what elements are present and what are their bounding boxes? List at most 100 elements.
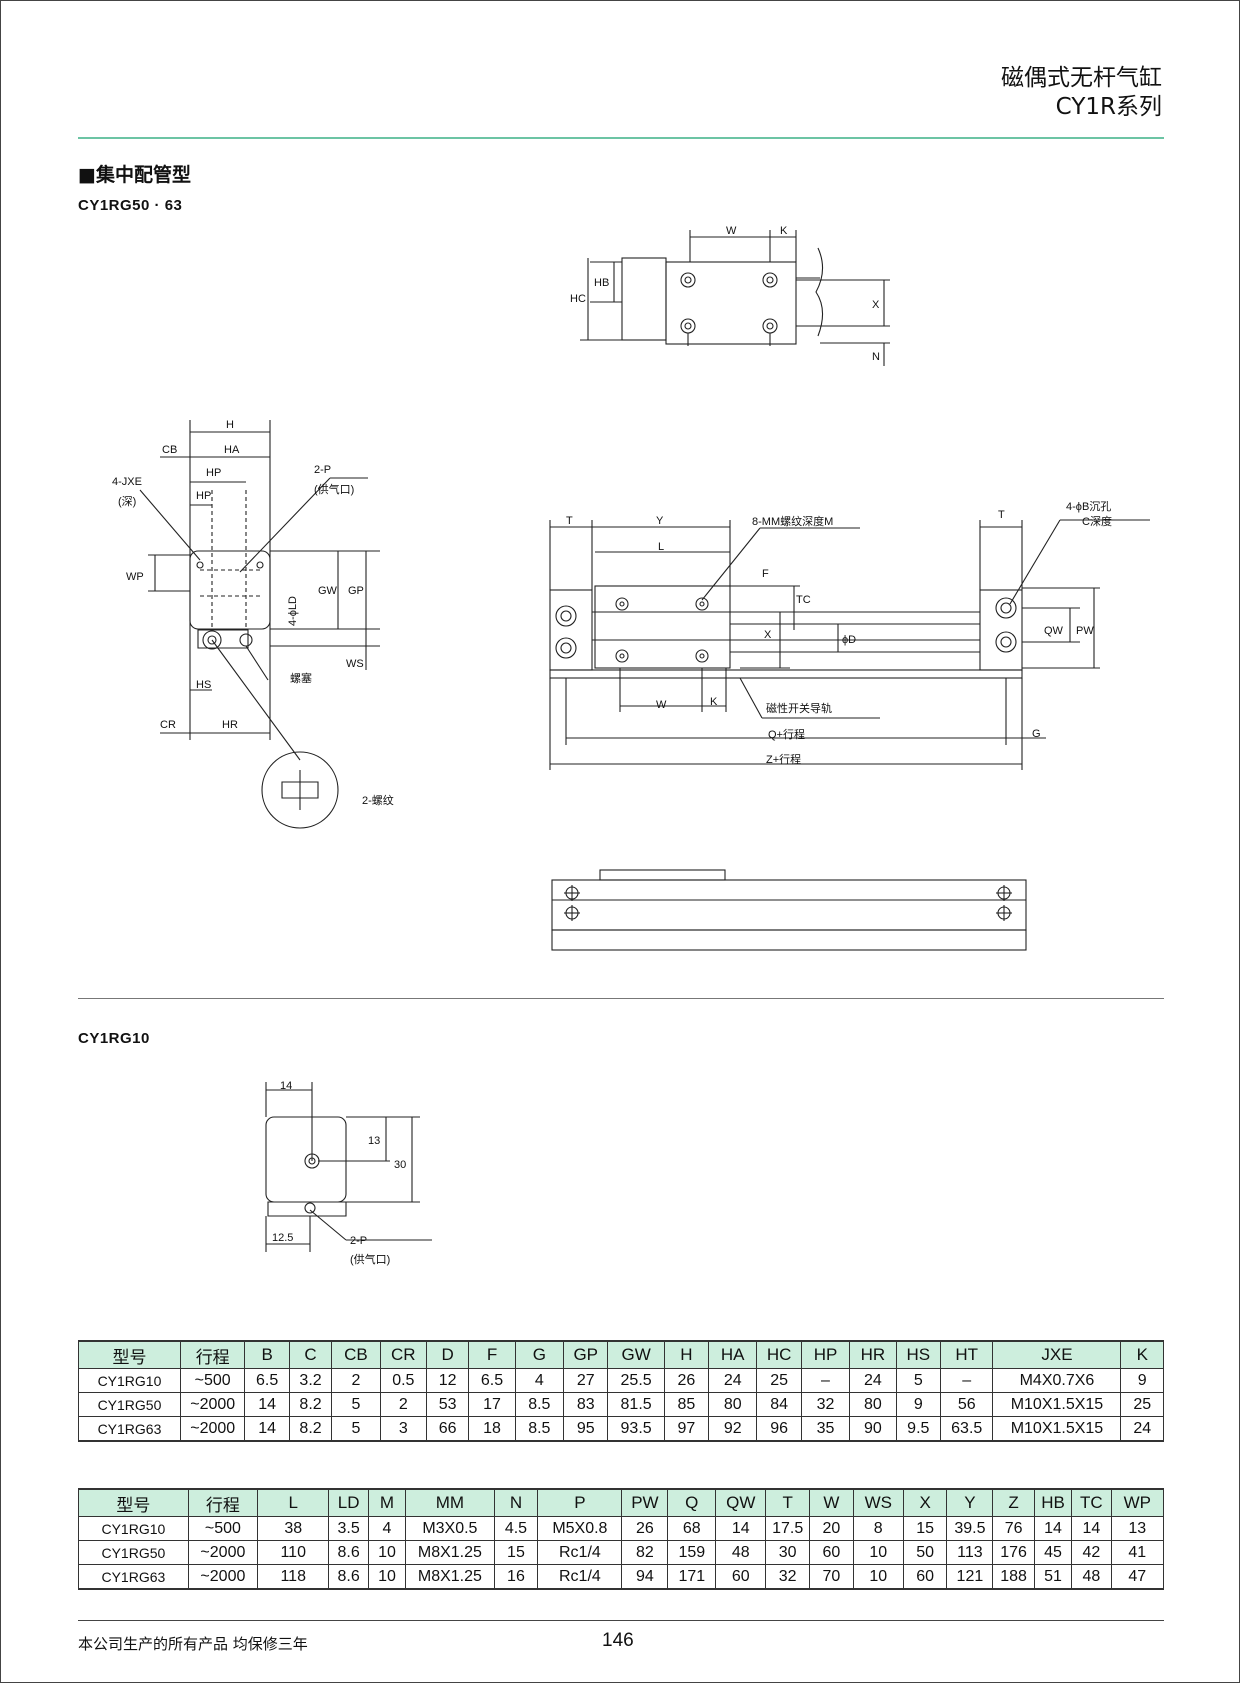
label-y: Y — [656, 515, 664, 527]
table2-header-cell: M — [367, 1488, 407, 1517]
side-view-drawing — [139, 420, 380, 829]
table-cell: 14 — [715, 1516, 767, 1541]
table-cell: 9 — [895, 1392, 942, 1417]
table-cell: 63.5 — [940, 1416, 994, 1442]
table-cell: 8.5 — [514, 1416, 564, 1442]
table-cell: 10 — [852, 1540, 904, 1565]
table-cell: CY1RG63 — [78, 1564, 189, 1590]
table-cell: 24 — [1120, 1416, 1164, 1442]
table-cell: 6.5 — [468, 1368, 516, 1393]
drawing-labels: W K HB HC X N H CB HA HP HP 4-JXE (深) 2-… — [112, 225, 1112, 1266]
label-2-p-small: 2-P — [350, 1235, 367, 1247]
label-n: N — [872, 351, 880, 363]
table-cell: ~2000 — [187, 1564, 259, 1590]
label-t-right: T — [998, 509, 1005, 521]
label-w-front: W — [656, 699, 667, 711]
table2-header-cell: N — [493, 1488, 539, 1517]
label-plug: 螺塞 — [290, 671, 312, 685]
table-cell: 10 — [367, 1564, 407, 1590]
table-cell: 93.5 — [607, 1416, 665, 1442]
table-cell: 48 — [715, 1540, 767, 1565]
table-cell: 4.5 — [493, 1516, 539, 1541]
table2-header-cell: T — [765, 1488, 811, 1517]
label-supply-port-small: (供气口) — [350, 1252, 390, 1266]
table1-header-cell: CB — [331, 1340, 381, 1369]
label-hr: HR — [222, 719, 238, 731]
table-cell: 24 — [708, 1368, 758, 1393]
table1-header-cell: HT — [940, 1340, 994, 1369]
small-view-drawing — [265, 1082, 432, 1252]
table-cell: 32 — [800, 1392, 851, 1417]
label-4-b: 4-ϕB沉孔 — [1066, 500, 1111, 513]
table-cell: M10X1.5X15 — [992, 1392, 1122, 1417]
table-cell: 4 — [367, 1516, 407, 1541]
table-cell: 17 — [468, 1392, 516, 1417]
label-2-p: 2-P — [314, 464, 331, 476]
table2-header-cell: P — [537, 1488, 623, 1517]
table1-header-cell: HR — [849, 1340, 897, 1369]
table1-header-cell: D — [426, 1340, 470, 1369]
label-4-ld: 4-ϕLD — [287, 596, 299, 626]
table-cell: 80 — [849, 1392, 897, 1417]
table-cell: 41 — [1110, 1540, 1165, 1565]
label-d: ϕD — [842, 634, 856, 646]
table-cell: 20 — [809, 1516, 854, 1541]
table-cell: – — [940, 1368, 994, 1393]
table-cell: 14 — [1071, 1516, 1112, 1541]
label-q-stroke: Q+行程 — [768, 728, 805, 741]
label-k-front: K — [710, 696, 718, 708]
table-cell: 8.6 — [328, 1564, 369, 1590]
label-f: F — [762, 568, 769, 580]
table-cell: 32 — [765, 1564, 811, 1590]
table-cell: 176 — [992, 1540, 1035, 1565]
table2-header-cell: Y — [946, 1488, 994, 1517]
table-cell: CY1RG10 — [78, 1516, 189, 1541]
section-divider — [78, 998, 1164, 999]
table-cell: 97 — [663, 1416, 710, 1442]
table-cell: 121 — [946, 1564, 994, 1590]
table2-header-cell: Q — [667, 1488, 717, 1517]
table1-header-cell: C — [288, 1340, 333, 1369]
table-cell: CY1RG50 — [78, 1540, 189, 1565]
table-cell: 50 — [902, 1540, 948, 1565]
table-cell: 66 — [426, 1416, 470, 1442]
table-cell: 83 — [562, 1392, 609, 1417]
table2-header-cell: W — [809, 1488, 854, 1517]
table-cell: 8.2 — [288, 1416, 333, 1442]
table2-header-cell: QW — [715, 1488, 767, 1517]
footer-divider — [78, 1620, 1164, 1621]
table-cell: 14 — [244, 1392, 290, 1417]
table-cell: 13 — [1110, 1516, 1165, 1541]
table-cell: 76 — [992, 1516, 1035, 1541]
table-cell: Rc1/4 — [537, 1540, 623, 1565]
label-hs: HS — [196, 679, 211, 691]
table-cell: ~500 — [179, 1368, 246, 1393]
label-h: H — [226, 419, 234, 431]
label-supply-port: (供气口) — [314, 482, 354, 496]
table-cell: 56 — [940, 1392, 994, 1417]
table-cell: ~2000 — [179, 1392, 246, 1417]
table-cell: 45 — [1033, 1540, 1073, 1565]
table-cell: 118 — [257, 1564, 330, 1590]
table-cell: 42 — [1071, 1540, 1112, 1565]
table-cell: 12 — [426, 1368, 470, 1393]
label-l: L — [658, 541, 664, 553]
table-cell: 9 — [1120, 1368, 1164, 1393]
page-number: 146 — [602, 1630, 634, 1651]
label-tc: TC — [796, 594, 811, 606]
table-cell: 38 — [257, 1516, 330, 1541]
bottom-view-drawing — [551, 869, 1027, 951]
table-cell: 17.5 — [765, 1516, 811, 1541]
label-g: G — [1032, 728, 1041, 740]
table1-header-cell: GP — [562, 1340, 609, 1369]
table-cell: 51 — [1033, 1564, 1073, 1590]
model-label-upper: CY1RG50 · 63 — [78, 197, 183, 214]
table-cell: CY1RG10 — [78, 1368, 181, 1393]
table-cell: 14 — [1033, 1516, 1073, 1541]
table-cell: 3 — [379, 1416, 428, 1442]
header-title-line2: CY1R系列 — [1055, 94, 1162, 120]
table1-header-cell: K — [1120, 1340, 1164, 1369]
